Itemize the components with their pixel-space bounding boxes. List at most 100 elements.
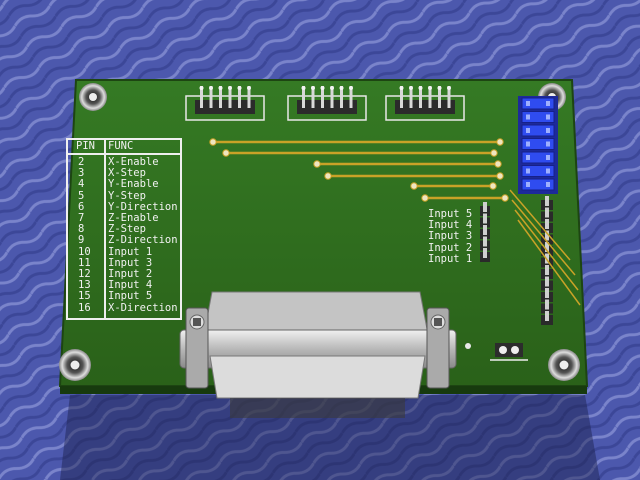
input-label: Input 2 [428, 241, 473, 254]
header-pin [302, 86, 305, 108]
jumper-hole [546, 114, 550, 120]
table-row: 5 Y-Step [68, 189, 180, 202]
table-divider [104, 140, 106, 318]
header-pin-tip [399, 86, 404, 90]
trace-pads [209, 138, 509, 202]
input-header-pin [483, 202, 487, 212]
pin-number: 8 [78, 223, 85, 236]
trace-pad [421, 194, 429, 202]
trace-pad [324, 172, 332, 180]
pin-number: 11 [78, 256, 91, 269]
header-pin [419, 86, 422, 108]
jumper-cap [521, 111, 555, 123]
header-pin [349, 86, 353, 108]
db25-screw-right [426, 307, 450, 389]
pin-function: X-Step [108, 167, 146, 180]
pin-function: X-Enable [108, 156, 159, 168]
header-pin [400, 86, 403, 108]
side-header-pin [545, 299, 549, 310]
pin-function: Input 3 [108, 256, 153, 269]
header-pin [238, 86, 241, 108]
pin-number: 12 [78, 268, 91, 280]
pin-number: 10 [78, 245, 91, 258]
header-pin-tip [428, 86, 432, 90]
header-pin-tip [320, 86, 325, 90]
trace-pad [496, 138, 504, 146]
header-pin [219, 86, 222, 108]
trace-pad [496, 172, 504, 180]
header-pin-tip [311, 86, 315, 90]
pin-function: Z-Step [108, 223, 146, 236]
via-pad [465, 343, 471, 349]
header-pins [199, 86, 451, 108]
trace-pad [489, 182, 497, 190]
pin-number: 4 [78, 178, 85, 191]
jumper-cap [521, 97, 555, 110]
header-pin [200, 86, 203, 108]
db25-connector [179, 291, 457, 418]
pin-function: Z-Direction [108, 234, 178, 247]
pin-function: Input 4 [108, 279, 153, 292]
table-header-func: FUNC [108, 140, 134, 152]
pin-function: Y-Enable [108, 178, 159, 191]
smd-component [490, 343, 528, 361]
input-label: Input 4 [428, 219, 473, 232]
header-pin-tip [199, 86, 204, 90]
side-header-pin [545, 311, 549, 321]
pin-number: 6 [78, 200, 85, 213]
trace-pad [410, 182, 418, 190]
header-pin [311, 86, 315, 108]
db25-screw-left [185, 307, 209, 389]
jumper-hole [546, 155, 550, 160]
side-header-pin [545, 207, 549, 218]
side-header-pin [545, 219, 549, 229]
input-header-pin [483, 225, 487, 235]
side-header-pin [545, 242, 549, 252]
input-header-pin [483, 213, 487, 224]
side-header-pin [545, 288, 549, 298]
table-row: 10 Input 1 [68, 245, 180, 258]
jumper-hole [526, 141, 530, 147]
pin-number: 5 [78, 189, 85, 202]
jumper-cap [521, 178, 555, 191]
jumper-hole [526, 128, 530, 133]
pin-function: Input 5 [108, 290, 153, 303]
jumper-cap [521, 124, 555, 137]
jumper-hole [546, 101, 550, 106]
header-pin-tip [437, 86, 442, 90]
trace-pad [209, 138, 217, 146]
side-header-pin [545, 196, 549, 206]
jumper-hole [526, 114, 530, 120]
jumper-block [518, 96, 558, 194]
pin-function: Input 1 [108, 245, 153, 258]
jumper-hole [526, 182, 530, 187]
input-header-pin [483, 236, 487, 247]
jumper-cap [521, 151, 555, 164]
header-pin [447, 86, 451, 108]
pin-number: 2 [78, 156, 85, 168]
pin-function: Y-Step [108, 189, 146, 202]
pin-function: Y-Direction [108, 200, 178, 213]
header-pin-tip [209, 86, 213, 90]
header-pin [330, 86, 334, 108]
header-pin-tip [349, 86, 353, 90]
header-pin-tip [301, 86, 306, 90]
header-pin-tip [447, 86, 451, 90]
header-pin [247, 86, 251, 108]
input-label: Input 5 [428, 208, 473, 220]
trace-pad [490, 149, 498, 157]
header-pin-tip [237, 86, 242, 90]
mounting-hole-top-left [79, 83, 107, 111]
table-header-divider [68, 153, 180, 155]
header-pin [428, 86, 432, 108]
table-header-pin: PIN [76, 140, 95, 152]
header-pin-tip [228, 86, 232, 90]
header-pin [409, 86, 413, 108]
